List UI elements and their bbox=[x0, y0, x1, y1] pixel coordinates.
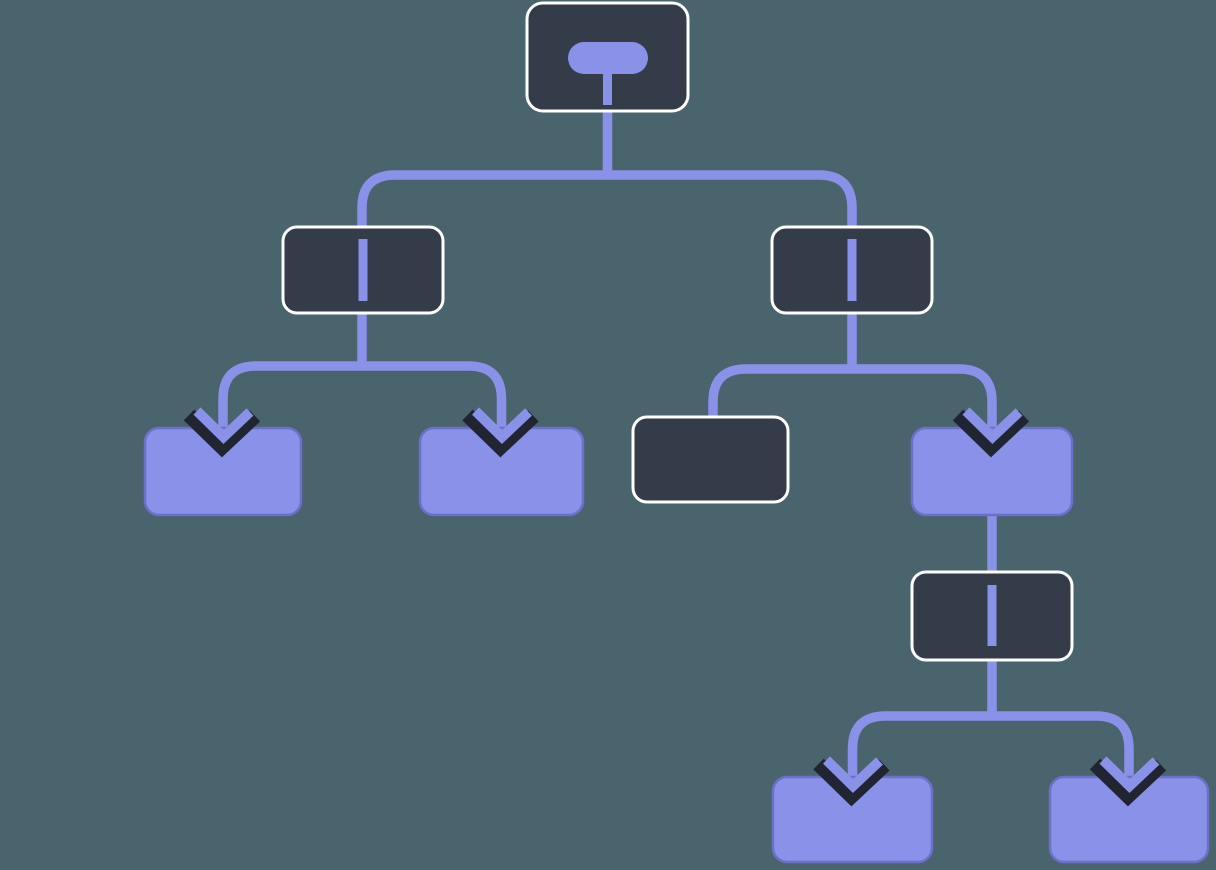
connector-layer bbox=[218, 109, 1134, 783]
arrow-chevron-shadow-icon bbox=[462, 409, 539, 458]
arrow-chevron-icon bbox=[193, 407, 254, 444]
arrow-chevron-icon bbox=[1099, 756, 1160, 793]
node-mid-dark[interactable] bbox=[631, 415, 790, 504]
arrow-chevron-shadow-icon bbox=[813, 758, 890, 807]
arrow-chevron-icon bbox=[962, 407, 1023, 444]
node-leaf-3[interactable] bbox=[910, 426, 1074, 517]
node-leaf-5[interactable] bbox=[1048, 775, 1210, 864]
arrow-chevron-shadow-icon bbox=[183, 409, 261, 458]
edge-lower-branch bbox=[847, 711, 1134, 783]
node-leaf-2[interactable] bbox=[418, 426, 585, 517]
arrow-chevron-shadow-icon bbox=[952, 409, 1030, 458]
node-leaf-1[interactable] bbox=[143, 426, 303, 517]
edge-left-branch bbox=[218, 361, 507, 434]
arrow-chevron-shadow-icon bbox=[1089, 758, 1167, 807]
node-root-pill-placeholder bbox=[568, 42, 648, 74]
arrow-chevron-icon bbox=[822, 756, 883, 793]
arrowhead-layer bbox=[183, 407, 1167, 807]
decoration-layer bbox=[358, 42, 997, 646]
edge-right-branch bbox=[708, 364, 997, 434]
arrow-chevron-icon bbox=[471, 407, 532, 444]
node-leaf-4[interactable] bbox=[771, 775, 934, 864]
edge-level1 bbox=[357, 170, 857, 229]
node-layer bbox=[143, 1, 1210, 864]
